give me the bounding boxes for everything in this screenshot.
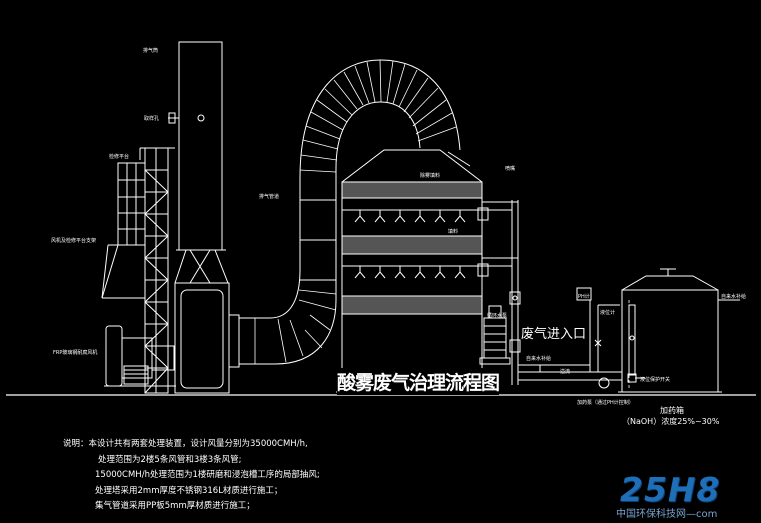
tank-name: 加药箱 — [660, 406, 684, 415]
diagram-title: 酸雾废气治理流程图 — [337, 368, 500, 395]
tank-concentration: （NaOH）浓度25%~30% — [622, 417, 720, 426]
duct-ribs — [254, 59, 457, 364]
scrubber-tower — [336, 149, 489, 393]
note-line: 15000CMH/h处理范围为1楼研磨和浸泡槽工序的局部抽风; — [95, 470, 320, 480]
label-sample-port: 取样孔 — [144, 116, 160, 122]
note-line: 处理范围为2楼5条风管和3楼3条风管; — [98, 454, 242, 465]
note-line: 说明：本设计共有两套处理装置，设计风量分别为35000CMH/h, — [63, 439, 308, 449]
fan — [104, 325, 176, 387]
exhaust-duct — [228, 59, 461, 368]
label-water-supply: 自来水补给 — [526, 356, 552, 362]
watermark-text: 中国环保科技网—com — [616, 509, 718, 520]
label-chimney-top: 排气筒 — [143, 48, 159, 54]
label-demister: 除雾填料 — [420, 173, 441, 179]
inlet-label: 废气进入口 — [521, 323, 587, 342]
label-platform-top: 检修平台 — [109, 154, 130, 160]
design-notes: 说明：本设计共有两套处理装置，设计风量分别为35000CMH/h, 处理范围为2… — [63, 437, 583, 515]
label-dosing-pump: 加药泵（通过PH计控制） — [577, 400, 634, 406]
note-line: 处理塔采用2mm厚度不锈钢316L材质进行施工； — [95, 485, 283, 496]
spray-pipework — [479, 200, 521, 385]
label-level-switch: 液位保护开关 — [640, 377, 671, 383]
label-fan-support: 风机及检修平台支架 — [51, 238, 97, 244]
label-tank-pipe: 自来水补给 — [721, 294, 747, 300]
platform-structure — [101, 147, 175, 394]
chimney — [168, 41, 230, 394]
label-fan: FRP玻璃钢耐腐风机 — [53, 350, 98, 356]
label-overflow: 溢流 — [560, 369, 571, 375]
label-ph-meter: PH计 — [578, 294, 590, 300]
note-line: 集气管道采用PP板5mm厚材质进行施工； — [95, 501, 255, 511]
watermark-logo: 25H8 — [620, 470, 721, 509]
label-packing: 填料 — [448, 229, 459, 235]
label-exhaust-duct: 排气管道 — [259, 194, 280, 200]
label-tank-level: 液位计 — [600, 310, 616, 316]
label-spray: 喷嘴 — [505, 166, 516, 172]
watermark: 25H8 中国环保科技网—com — [616, 470, 756, 520]
label-pump: 循环水泵 — [487, 313, 508, 319]
chemical-tank — [618, 268, 740, 393]
